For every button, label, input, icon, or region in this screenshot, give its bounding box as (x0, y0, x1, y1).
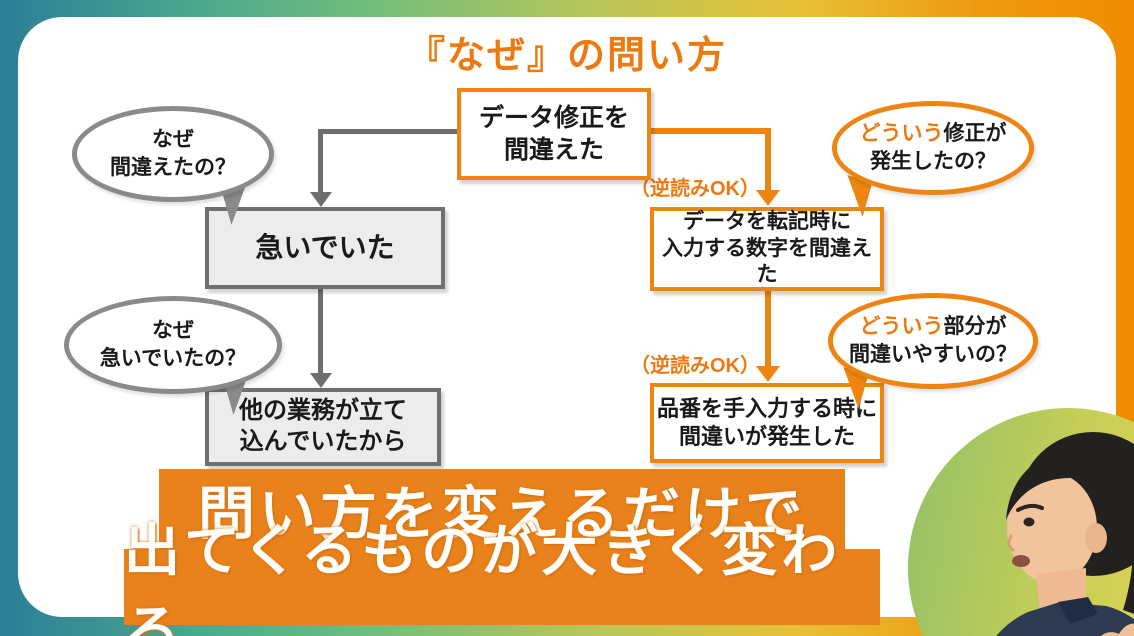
speech-bubble-how-2: どういう部分が 間違いやすいの？ (828, 293, 1038, 389)
speech-bubble-how-2-rest: 部分が (943, 314, 1007, 338)
speech-bubble-how-2-highlight: どういう (859, 314, 944, 338)
speech-bubble-how-2-line1: どういう部分が (860, 313, 1007, 341)
arrowhead-to-how1 (756, 190, 780, 206)
flow-box-root-line2: 間違えた (503, 136, 604, 164)
speech-bubble-how-1-line1: どういう修正が (860, 120, 1007, 148)
connector-how1-to-how2 (765, 283, 771, 367)
speech-bubble-why-1: なぜ 間違えたの？ (72, 106, 274, 202)
flow-box-transcribe: データを転記時に 入力する数字を間違えた (650, 207, 884, 291)
presenter-photo (908, 408, 1134, 636)
reverse-reading-label-1: （逆読みOK） (630, 178, 760, 200)
presenter-illustration (996, 432, 1134, 636)
flow-box-transcribe-line1: データを転記時に (683, 209, 851, 233)
speech-bubble-why-2-line1: なぜ (152, 318, 194, 342)
connector-root-to-hurry-vertical (318, 129, 323, 193)
speech-bubble-how-1-highlight: どういう (859, 121, 944, 145)
speech-bubble-how-1: どういう修正が 発生したの？ (832, 101, 1034, 195)
flow-box-transcribe-line2: 入力する数字を間違えた (662, 236, 872, 287)
arrowhead-to-busy (310, 373, 332, 388)
speech-bubble-why-2: なぜ 急いでいたの？ (64, 296, 282, 394)
speech-bubble-how-2-line2: 間違いやすいの？ (849, 343, 1017, 366)
speech-bubble-why-1-line1: なぜ (152, 127, 194, 151)
flow-box-partnumber-line2: 間違いが発生した (678, 424, 855, 449)
flow-box-busy-line2: 込んでいたから (239, 428, 407, 455)
connector-root-to-how1-vertical (765, 128, 771, 190)
arrowhead-to-how2 (756, 366, 780, 382)
flow-box-partnumber: 品番を手入力する時に 間違いが発生した (650, 383, 884, 463)
arrowhead-to-hurry (310, 192, 332, 207)
flow-box-partnumber-line1: 品番を手入力する時に (656, 395, 877, 421)
takeaway-banner-line2: 出てくるものが大きく変わる (124, 519, 880, 636)
flow-box-busy: 他の業務が立て 込んでいたから (205, 388, 441, 466)
speech-bubble-why-2-line2: 急いでいたの？ (99, 347, 247, 370)
page-title: 『なぜ』の問い方 (406, 35, 727, 77)
speech-bubble-how-1-line2: 発生したの？ (870, 150, 996, 173)
speech-bubble-how-1-rest: 修正が (943, 121, 1007, 145)
flow-box-hurry-line1: 急いでいた (255, 232, 395, 264)
flow-box-busy-line1: 他の業務が立て (239, 397, 407, 425)
reverse-reading-label-2: （逆読みOK） (630, 355, 760, 377)
flow-box-hurry: 急いでいた (205, 207, 445, 289)
connector-root-to-how1-horizontal (643, 128, 771, 134)
connector-hurry-to-busy (318, 281, 323, 374)
takeaway-banner-line1: 問い方を変えるだけで (159, 469, 845, 549)
connector-root-to-hurry-horizontal (320, 129, 460, 134)
flow-box-root-line1: データ修正を (478, 104, 629, 132)
speech-bubble-why-1-line2: 間違えたの？ (110, 156, 236, 179)
flow-box-root: データ修正を 間違えた (457, 88, 651, 180)
